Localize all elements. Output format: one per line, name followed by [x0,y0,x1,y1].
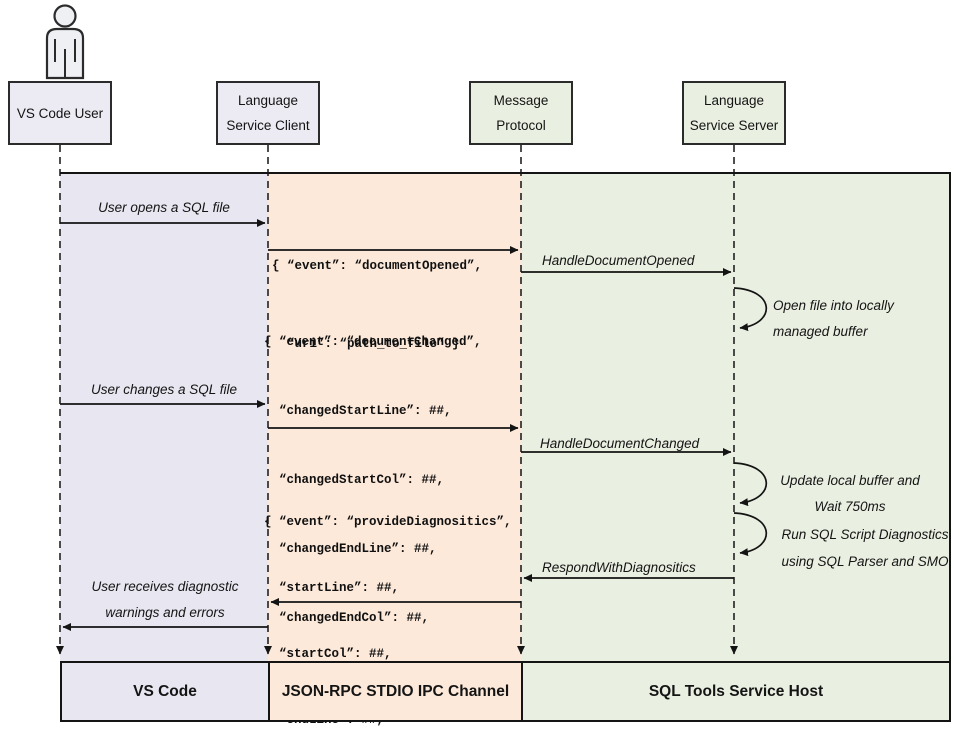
payload-line: “changedEndLine”: ##, [264,542,437,556]
lane-box-sql-tools-service-host: SQL Tools Service Host [521,661,951,722]
actor-label: Language [237,93,299,108]
swimlane-band [60,172,951,661]
note-line: using SQL Parser and SMO [781,554,949,569]
lane-label: SQL Tools Service Host [648,682,824,700]
note-line: Wait 750ms [814,499,886,514]
actor-box-language-service-server: Language Service Server [682,81,786,145]
payload-document-opened: { “event”: “documentOpened”, “uri”: “pat… [272,201,482,409]
label-line: User receives diagnostic [91,579,239,594]
label-respond-with-diagnostics: RespondWithDiagnositics [542,560,696,575]
actor-box-vscode-user: VS Code User [8,81,112,145]
user-actor-icon [45,4,85,80]
payload-line: “changedStartLine”: ##, [264,404,452,418]
actor-label: Service Client [226,118,310,133]
lane-label: JSON-RPC STDIO IPC Channel [281,682,510,700]
note-line: Update local buffer and [780,473,920,488]
payload-line: { “event”: “documentOpened”, [272,259,483,273]
actor-label: Language [703,93,765,108]
lane-label: VS Code [133,682,197,700]
note-line: Open file into locally [773,298,894,313]
lane-bg-jsonrpc [268,174,521,661]
actor-label: Protocol [496,118,546,133]
actor-box-language-service-client: Language Service Client [216,81,320,145]
actor-label: Message [493,93,549,108]
lane-box-jsonrpc-stdio-ipc-channel: JSON-RPC STDIO IPC Channel [268,661,523,722]
note-run-sql-diagnostics: Run SQL Script Diagnostics using SQL Par… [765,521,962,575]
lane-bg-sqltools-host [521,174,949,661]
payload-line: { “event”: “provideDiagnositics”, [264,515,512,529]
label-user-opens-sql-file: User opens a SQL file [98,200,230,215]
actor-label: Service Server [689,118,779,133]
label-handle-document-opened: HandleDocumentOpened [542,253,695,268]
actor-box-message-protocol: Message Protocol [469,81,573,145]
label-line: warnings and errors [105,605,225,620]
label-user-changes-sql-file: User changes a SQL file [90,382,238,397]
payload-line: “changedStartCol”: ##, [264,473,445,487]
payload-line: “startLine”: ##, [264,581,400,595]
lane-bg-vscode [60,174,268,661]
note-line: managed buffer [773,324,868,339]
actor-label: VS Code User [16,105,104,121]
payload-line: “startCol”: ##, [264,647,392,661]
payload-line: { “event”: “documentChanged”, [264,335,482,349]
note-open-file-into-buffer: Open file into locally managed buffer [773,293,894,345]
note-line: Run SQL Script Diagnostics [781,527,949,542]
lane-box-vscode: VS Code [60,661,270,722]
payload-line: “changedEndCol”: ##, [264,611,430,625]
label-user-receives-diagnostics: User receives diagnostic warnings and er… [60,574,270,626]
payload-line: “uri”: “path_to_file” } [272,337,460,351]
note-update-local-buffer: Update local buffer and Wait 750ms [770,468,930,520]
label-handle-document-changed: HandleDocumentChanged [540,436,700,451]
